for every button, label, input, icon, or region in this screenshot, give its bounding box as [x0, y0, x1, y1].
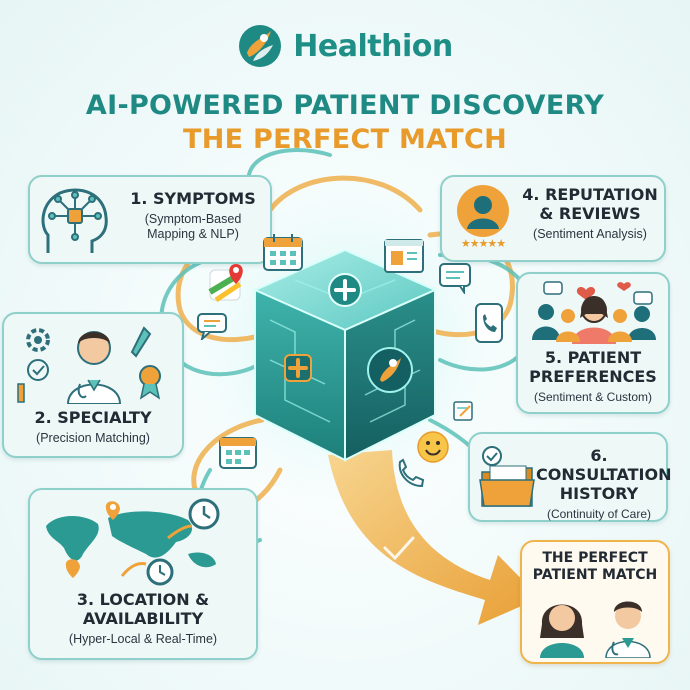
page-subtitle: THE PERFECT MATCH: [183, 124, 507, 155]
folder-icon: [479, 446, 535, 507]
match-arrow: [328, 450, 540, 625]
patient-group-icon: [532, 281, 656, 344]
phone-icon: [475, 303, 503, 343]
card-symptoms: 1. SYMPTOMS (Symptom-Based Mapping & NLP…: [28, 175, 272, 264]
chat-bubble-icon: [197, 313, 227, 340]
card-preferences-subtitle: (Sentiment & Custom): [533, 390, 653, 404]
card-location-title-1: 3. LOCATION &: [76, 590, 210, 609]
note-edit-icon: [453, 401, 473, 421]
card-location-subtitle: (Hyper-Local & Real-Time): [68, 632, 218, 646]
card-symptoms-subtitle-2: Mapping & NLP): [147, 227, 239, 241]
message-icon: [439, 263, 471, 294]
brand-header: Healthion: [0, 18, 690, 74]
five-star-rating-icon: ★★★★★: [460, 237, 506, 250]
user-profile-icon: [457, 185, 509, 237]
card-preferences-title-2: PREFERENCES: [529, 367, 657, 386]
card-consultation: 6. CONSULTATION HISTORY (Continuity of C…: [468, 432, 672, 522]
brand-name: Healthion: [293, 28, 453, 64]
card-consultation-subtitle: (Continuity of Care): [546, 507, 652, 521]
calendar-icon: [263, 234, 303, 271]
card-match-title-2: PATIENT MATCH: [532, 567, 658, 583]
card-reputation-title-2: & REVIEWS: [539, 204, 641, 223]
card-preferences-title-1: 5. PATIENT: [544, 348, 642, 367]
patient-doctor-icon: [540, 601, 651, 658]
card-symptoms-title: 1. SYMPTOMS: [130, 189, 256, 208]
maps-pin-icon: [208, 264, 243, 303]
card-consultation-title-2: HISTORY: [559, 484, 639, 503]
calendar-icon-2: [219, 437, 257, 469]
doctor-tools-icon: [17, 326, 161, 404]
card-reputation: ★★★★★ 4. REPUTATION & REVIEWS (Sentiment…: [440, 175, 666, 262]
card-location-title-2: AVAILABILITY: [82, 609, 204, 628]
world-map-icon: [46, 498, 220, 586]
card-reputation-title-1: 4. REPUTATION: [522, 185, 658, 204]
card-match-title-1: THE PERFECT: [542, 550, 648, 566]
card-location: 3. LOCATION & AVAILABILITY (Hyper-Local …: [28, 488, 258, 660]
card-reputation-subtitle: (Sentiment Analysis): [533, 227, 647, 241]
profile-card-icon: [384, 239, 424, 273]
page-title: AI-POWERED PATIENT DISCOVERY: [85, 90, 605, 121]
card-consultation-title-1: 6. CONSULTATION: [536, 446, 672, 484]
card-preferences: 5. PATIENT PREFERENCES (Sentiment & Cust…: [516, 272, 670, 414]
brain-circuit-icon: [41, 188, 108, 253]
card-specialty-title: 2. SPECIALTY: [34, 408, 152, 427]
phone-call-icon: [398, 458, 425, 488]
card-symptoms-subtitle-1: (Symptom-Based: [144, 212, 242, 226]
smiley-icon: [417, 431, 449, 463]
card-perfect-match: THE PERFECT PATIENT MATCH: [520, 540, 670, 664]
healthion-logo-icon: [239, 25, 282, 67]
card-specialty: 2. SPECIALTY (Precision Matching): [2, 312, 184, 458]
card-specialty-subtitle: (Precision Matching): [36, 431, 150, 445]
